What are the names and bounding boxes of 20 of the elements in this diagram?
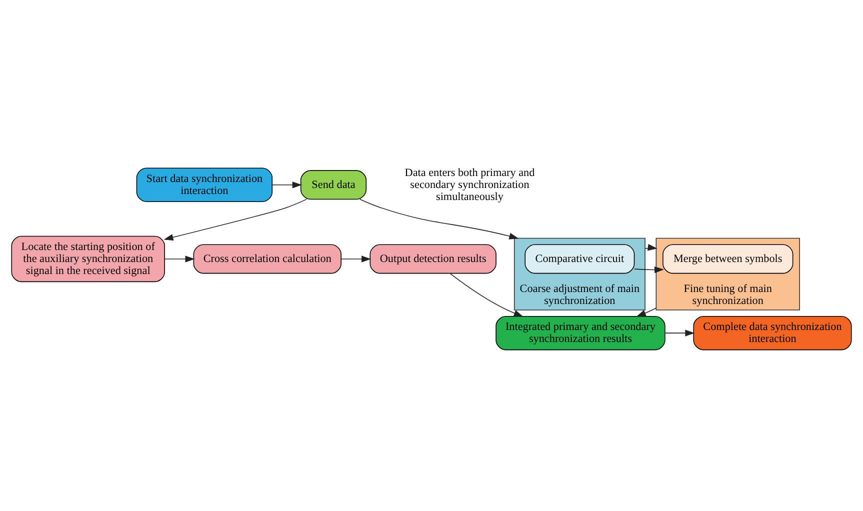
arrow xyxy=(636,307,657,316)
arrow xyxy=(272,181,302,188)
arrow xyxy=(644,244,658,250)
node-box: Output detection results xyxy=(370,244,496,274)
arrow xyxy=(164,198,307,240)
arrow xyxy=(164,255,195,262)
arrow xyxy=(450,272,524,316)
node-box: Send data xyxy=(300,170,367,200)
node-box: Start data synchronization interaction xyxy=(136,167,273,202)
node-box: Merge between symbols xyxy=(662,244,794,274)
arrow xyxy=(664,329,695,336)
arrow xyxy=(340,255,372,262)
node-box: Comparative circuit xyxy=(524,244,635,274)
node-box: Complete data synchronization interaction xyxy=(693,315,852,350)
arrow xyxy=(360,198,519,239)
arrow xyxy=(634,266,664,273)
node-box: Cross correlation calculation xyxy=(193,244,342,274)
node-box: Integrated primary and secondary synchronization results xyxy=(496,315,666,350)
label: Data enters both primary and secondary synchronization simultaneously xyxy=(404,166,535,202)
node-box: Locate the starting position of the auxiliary synchronization signal in the received signal xyxy=(11,235,165,282)
